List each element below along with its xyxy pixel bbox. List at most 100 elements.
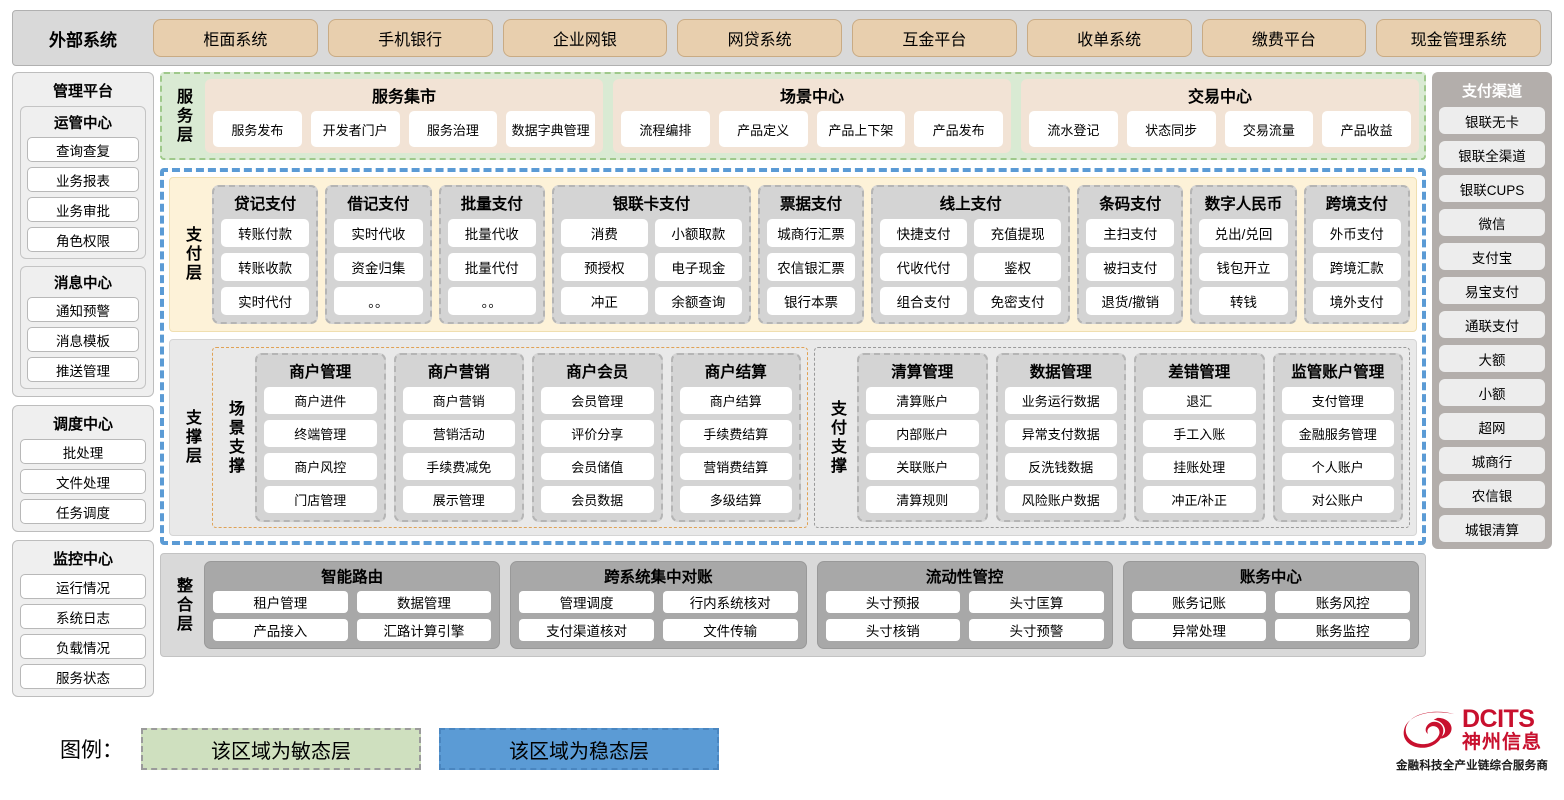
payment-item[interactable]: 境外支付 [1312,287,1401,315]
support-item[interactable]: 手续费结算 [679,420,792,447]
service-item[interactable]: 流水登记 [1029,111,1118,147]
payment-item[interactable]: 被扫支付 [1086,253,1175,281]
integration-item[interactable]: 产品接入 [213,619,348,641]
payment-item[interactable]: 快捷支付 [880,219,968,247]
external-system-item[interactable]: 柜面系统 [153,19,318,57]
support-item[interactable]: 业务运行数据 [1004,387,1117,414]
support-item[interactable]: 商户进件 [264,387,377,414]
payment-item[interactable]: 电子现金 [654,253,742,281]
management-item[interactable]: 运行情况 [20,574,146,599]
service-item[interactable]: 服务治理 [408,111,498,147]
payment-channel-item[interactable]: 银联CUPS [1439,175,1545,202]
payment-item[interactable]: 主扫支付 [1086,219,1175,247]
service-item[interactable]: 交易流量 [1224,111,1314,147]
external-system-item[interactable]: 企业网银 [502,19,668,57]
management-item[interactable]: 负载情况 [20,634,146,659]
integration-item[interactable]: 头寸预报 [825,591,961,613]
integration-item[interactable]: 头寸核销 [825,619,961,641]
integration-item[interactable]: 租户管理 [213,591,348,613]
integration-item[interactable]: 头寸匡算 [969,591,1104,613]
integration-item[interactable]: 支付渠道核对 [519,619,654,641]
payment-item[interactable]: 批量代收 [447,219,536,247]
support-item[interactable]: 商户风控 [264,453,377,480]
payment-item[interactable]: 转钱 [1199,287,1288,315]
support-item[interactable]: 异常支付数据 [1004,420,1117,447]
payment-item[interactable]: 组合支付 [880,287,968,315]
payment-channel-item[interactable]: 农信银 [1439,481,1545,508]
payment-item[interactable]: 退货/撤销 [1086,287,1175,315]
integration-item[interactable]: 文件传输 [662,619,798,641]
support-item[interactable]: 退汇 [1143,387,1256,414]
integration-item[interactable]: 汇路计算引擎 [356,619,492,641]
support-item[interactable]: 金融服务管理 [1281,420,1394,447]
support-item[interactable]: 关联账户 [866,453,979,480]
service-item[interactable]: 数据字典管理 [506,111,595,147]
support-item[interactable]: 评价分享 [541,420,654,447]
support-item[interactable]: 多级结算 [679,486,792,513]
support-item[interactable]: 展示管理 [402,486,515,513]
integration-item[interactable]: 账务记账 [1131,591,1267,613]
management-item[interactable]: 任务调度 [20,499,146,524]
integration-item[interactable]: 账务监控 [1275,619,1410,641]
service-item[interactable]: 产品上下架 [816,111,906,147]
payment-channel-item[interactable]: 银联无卡 [1439,107,1545,134]
payment-item[interactable]: 鉴权 [974,253,1062,281]
support-item[interactable]: 反洗钱数据 [1004,453,1117,480]
support-item[interactable]: 支付管理 [1281,387,1394,414]
support-item[interactable]: 手续费减免 [402,453,515,480]
support-item[interactable]: 冲正/补正 [1143,486,1256,513]
payment-channel-item[interactable]: 大额 [1439,345,1545,372]
payment-item[interactable]: 批量代付 [447,253,536,281]
integration-item[interactable]: 账务风控 [1275,591,1410,613]
support-item[interactable]: 商户结算 [679,387,792,414]
payment-channel-item[interactable]: 银联全渠道 [1439,141,1545,168]
support-item[interactable]: 风险账户数据 [1004,486,1117,513]
external-system-item[interactable]: 手机银行 [327,19,493,57]
payment-item[interactable]: 小额取款 [654,219,742,247]
payment-item[interactable]: 。。 [334,287,423,315]
service-item[interactable]: 流程编排 [621,111,710,147]
support-item[interactable]: 挂账处理 [1143,453,1256,480]
service-item[interactable]: 产品发布 [914,111,1003,147]
management-item[interactable]: 消息模板 [27,327,139,352]
payment-item[interactable]: 实时代收 [334,219,423,247]
support-item[interactable]: 营销费结算 [679,453,792,480]
payment-item[interactable]: 冲正 [560,287,648,315]
payment-item[interactable]: 外币支付 [1312,219,1401,247]
payment-item[interactable]: 兑出/兑回 [1199,219,1288,247]
payment-channel-item[interactable]: 小额 [1439,379,1545,406]
payment-item[interactable]: 代收代付 [880,253,968,281]
payment-item[interactable]: 资金归集 [334,253,423,281]
service-item[interactable]: 状态同步 [1126,111,1216,147]
support-item[interactable]: 清算账户 [866,387,979,414]
payment-item[interactable]: 实时代付 [221,287,310,315]
management-item[interactable]: 服务状态 [20,664,146,689]
payment-channel-item[interactable]: 通联支付 [1439,311,1545,338]
integration-item[interactable]: 异常处理 [1131,619,1267,641]
integration-item[interactable]: 行内系统核对 [662,591,798,613]
external-system-item[interactable]: 缴费平台 [1201,19,1367,57]
payment-channel-item[interactable]: 易宝支付 [1439,277,1545,304]
payment-item[interactable]: 转账收款 [221,253,310,281]
payment-channel-item[interactable]: 微信 [1439,209,1545,236]
management-item[interactable]: 文件处理 [20,469,146,494]
support-item[interactable]: 营销活动 [402,420,515,447]
management-item[interactable]: 批处理 [20,439,146,464]
payment-item[interactable]: 充值提现 [974,219,1062,247]
external-system-item[interactable]: 收单系统 [1026,19,1192,57]
payment-item[interactable]: 余额查询 [654,287,742,315]
support-item[interactable]: 清算规则 [866,486,979,513]
service-item[interactable]: 产品收益 [1322,111,1411,147]
support-item[interactable]: 商户营销 [402,387,515,414]
support-item[interactable]: 会员管理 [541,387,654,414]
support-item[interactable]: 手工入账 [1143,420,1256,447]
integration-item[interactable]: 头寸预警 [969,619,1104,641]
external-system-item[interactable]: 网贷系统 [677,19,842,57]
payment-item[interactable]: 。。 [447,287,536,315]
service-item[interactable]: 开发者门户 [310,111,400,147]
management-item[interactable]: 系统日志 [20,604,146,629]
payment-channel-item[interactable]: 超网 [1439,413,1545,440]
payment-channel-item[interactable]: 城商行 [1439,447,1545,474]
service-item[interactable]: 服务发布 [213,111,302,147]
support-item[interactable]: 会员储值 [541,453,654,480]
